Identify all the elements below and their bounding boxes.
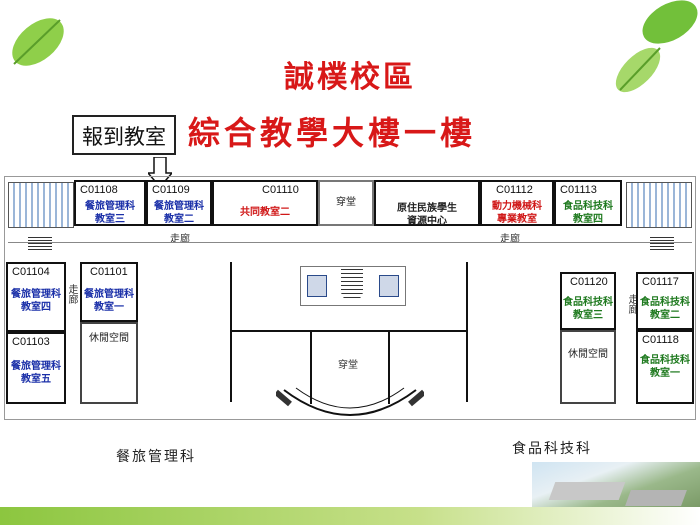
room-c01117: C01117 食品科技科教室二 bbox=[636, 272, 694, 330]
leisure-space-left: 休閒空間 bbox=[80, 322, 138, 404]
room-c01109: C01109 餐旅管理科教室二 bbox=[146, 180, 212, 226]
stair-right bbox=[626, 182, 692, 228]
footer-bar bbox=[0, 507, 700, 525]
corridor-line-top bbox=[8, 242, 692, 243]
inner-wall-left bbox=[310, 330, 312, 404]
building-outline bbox=[4, 176, 696, 420]
central-hall bbox=[232, 330, 466, 406]
room-c01103: C01103 餐旅管理科教室五 bbox=[6, 332, 66, 404]
central-wall-left bbox=[230, 262, 232, 402]
room-c01104: C01104 餐旅管理科教室四 bbox=[6, 262, 66, 332]
room-c01101: C01101 餐旅管理科教室一 bbox=[80, 262, 138, 322]
campus-title: 誠樸校區 bbox=[284, 60, 416, 95]
passage-center: 穿堂 bbox=[338, 360, 358, 371]
stair-left-lower bbox=[28, 236, 52, 252]
entrance-arc bbox=[276, 387, 424, 416]
room-c01118: C01118 食品科技科教室一 bbox=[636, 330, 694, 404]
stair-left bbox=[8, 182, 74, 228]
stair-core bbox=[300, 266, 406, 306]
department-label-hospitality: 餐旅管理科 bbox=[116, 449, 196, 465]
leisure-space-right: 休閒空間 bbox=[560, 330, 616, 404]
room-c01113: C01113 食品科技科教室四 bbox=[554, 180, 622, 226]
leaf-decoration-left bbox=[12, 18, 64, 66]
corridor-label-right-vertical: 走廊 bbox=[626, 294, 637, 314]
room-aboriginal-resource-center: 原住民族學生資源中心 bbox=[374, 180, 480, 227]
inner-wall-right bbox=[388, 330, 390, 404]
leaf-decoration-right bbox=[615, 0, 698, 93]
room-c01112: C01112 動力機械科專業教室 bbox=[480, 180, 554, 226]
room-c01108: C01108 餐旅管理科教室三 bbox=[74, 180, 146, 226]
corridor-label-left-vertical: 走廊 bbox=[66, 284, 77, 304]
central-wall-right bbox=[466, 262, 468, 402]
room-c01110: C01110 共同教室二 bbox=[212, 180, 318, 226]
corridor-label-left: 走廊 bbox=[170, 234, 190, 245]
corridor-label-right: 走廊 bbox=[500, 234, 520, 245]
passage-top: 穿堂 bbox=[318, 180, 374, 226]
check-in-classroom-callout: 報到教室 bbox=[72, 115, 176, 155]
floor-plan: C01108 餐旅管理科教室三 C01109 餐旅管理科教室二 C01110 共… bbox=[0, 170, 700, 435]
department-label-food-science: 食品科技科 bbox=[512, 441, 592, 457]
building-title: 綜合教學大樓一樓 bbox=[188, 114, 477, 152]
stair-right-lower bbox=[650, 236, 674, 252]
room-c01120: C01120 食品科技科教室三 bbox=[560, 272, 616, 330]
